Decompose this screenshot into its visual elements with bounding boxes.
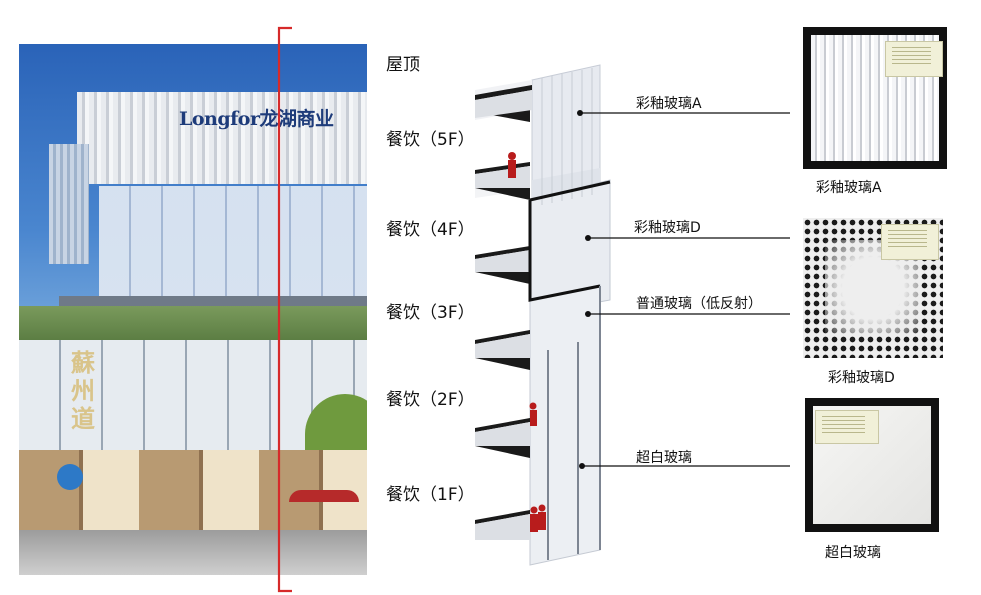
floor-label-5f: 餐饮（5F） xyxy=(386,130,475,150)
sample-caption-a: 彩釉玻璃A xyxy=(816,180,882,196)
sample-label-d xyxy=(881,224,939,260)
columns xyxy=(547,286,601,560)
trees-band xyxy=(19,306,367,342)
callout-low-reflect-glass: 普通玻璃（低反射） xyxy=(636,296,762,312)
sample-caption-d: 彩釉玻璃D xyxy=(828,370,895,386)
floor-label-roof: 屋顶 xyxy=(386,55,420,75)
shop-logo xyxy=(57,464,83,490)
leader-lines xyxy=(577,110,790,469)
sample-frit-glass-a xyxy=(803,27,947,169)
callout-ultra-clear-glass: 超白玻璃 xyxy=(636,450,692,466)
people xyxy=(508,152,546,532)
floor-slabs xyxy=(475,85,532,524)
callout-frit-glass-d: 彩釉玻璃D xyxy=(634,220,701,236)
glass-box xyxy=(99,186,367,296)
section-line xyxy=(277,26,292,593)
floor-label-1f: 餐饮（1F） xyxy=(386,485,475,505)
floor-label-3f: 餐饮（3F） xyxy=(386,303,475,323)
frit-glass-a xyxy=(541,68,593,205)
box-frame xyxy=(528,180,611,302)
floor-label-4f: 餐饮（4F） xyxy=(386,220,475,240)
umbrella xyxy=(289,490,359,502)
sample-label-a xyxy=(885,41,943,77)
sample-ultra-clear-glass xyxy=(805,398,939,532)
sample-frit-glass-d xyxy=(803,218,943,358)
brand-sign: Longfor龙湖商业 xyxy=(179,108,334,130)
script-sign: 蘇州道 xyxy=(71,348,95,433)
section-diagram xyxy=(475,64,611,566)
facade-top xyxy=(77,92,367,184)
callout-frit-glass-a: 彩釉玻璃A xyxy=(636,96,702,112)
building-photo: Longfor龙湖商业 蘇州道 xyxy=(19,44,367,575)
facade-top-left xyxy=(49,144,89,264)
sample-label-ultra-clear xyxy=(815,410,879,444)
slab-tops xyxy=(475,90,532,540)
floor-label-2f: 餐饮（2F） xyxy=(386,390,475,410)
street xyxy=(19,530,367,575)
sample-caption-ultra-clear: 超白玻璃 xyxy=(825,545,881,561)
